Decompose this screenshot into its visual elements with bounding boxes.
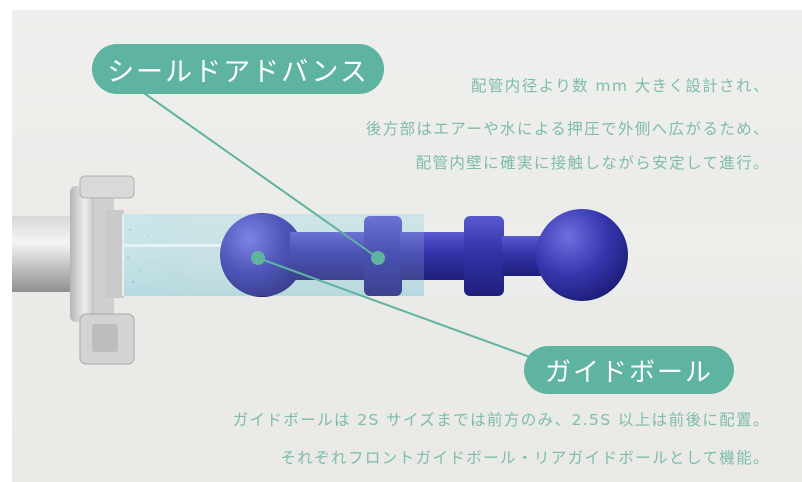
seal-caption-line-2: 後方部はエアーや水による押圧で外側へ広がるため、 xyxy=(365,120,770,138)
guide-caption-line-1: ガイドボールは 2S サイズまでは前方のみ、2.5S 以上は前後に配置。 xyxy=(232,411,770,429)
seal-caption-line-3: 配管内壁に確実に接触しながら安定して進行。 xyxy=(415,154,770,172)
guide-leader-line xyxy=(257,257,561,369)
seal-caption-line-1: 配管内径より数 mm 大きく設計され、 xyxy=(471,77,770,95)
guide-caption-line-2: それぞれフロントガイドボール・リアガイドボールとして機能。 xyxy=(280,449,770,467)
guide-pointer-dot xyxy=(251,251,265,265)
seal-ring-2 xyxy=(464,216,504,296)
seal-leader-line xyxy=(133,85,379,259)
seal-advance-label: シールドアドバンス xyxy=(92,44,384,94)
pipe-clamp xyxy=(70,175,135,365)
guide-ball-label: ガイドボール xyxy=(524,346,734,394)
device-neck-2 xyxy=(400,232,466,280)
seal-pointer-dot xyxy=(371,251,385,265)
front-guide-ball xyxy=(536,209,628,301)
